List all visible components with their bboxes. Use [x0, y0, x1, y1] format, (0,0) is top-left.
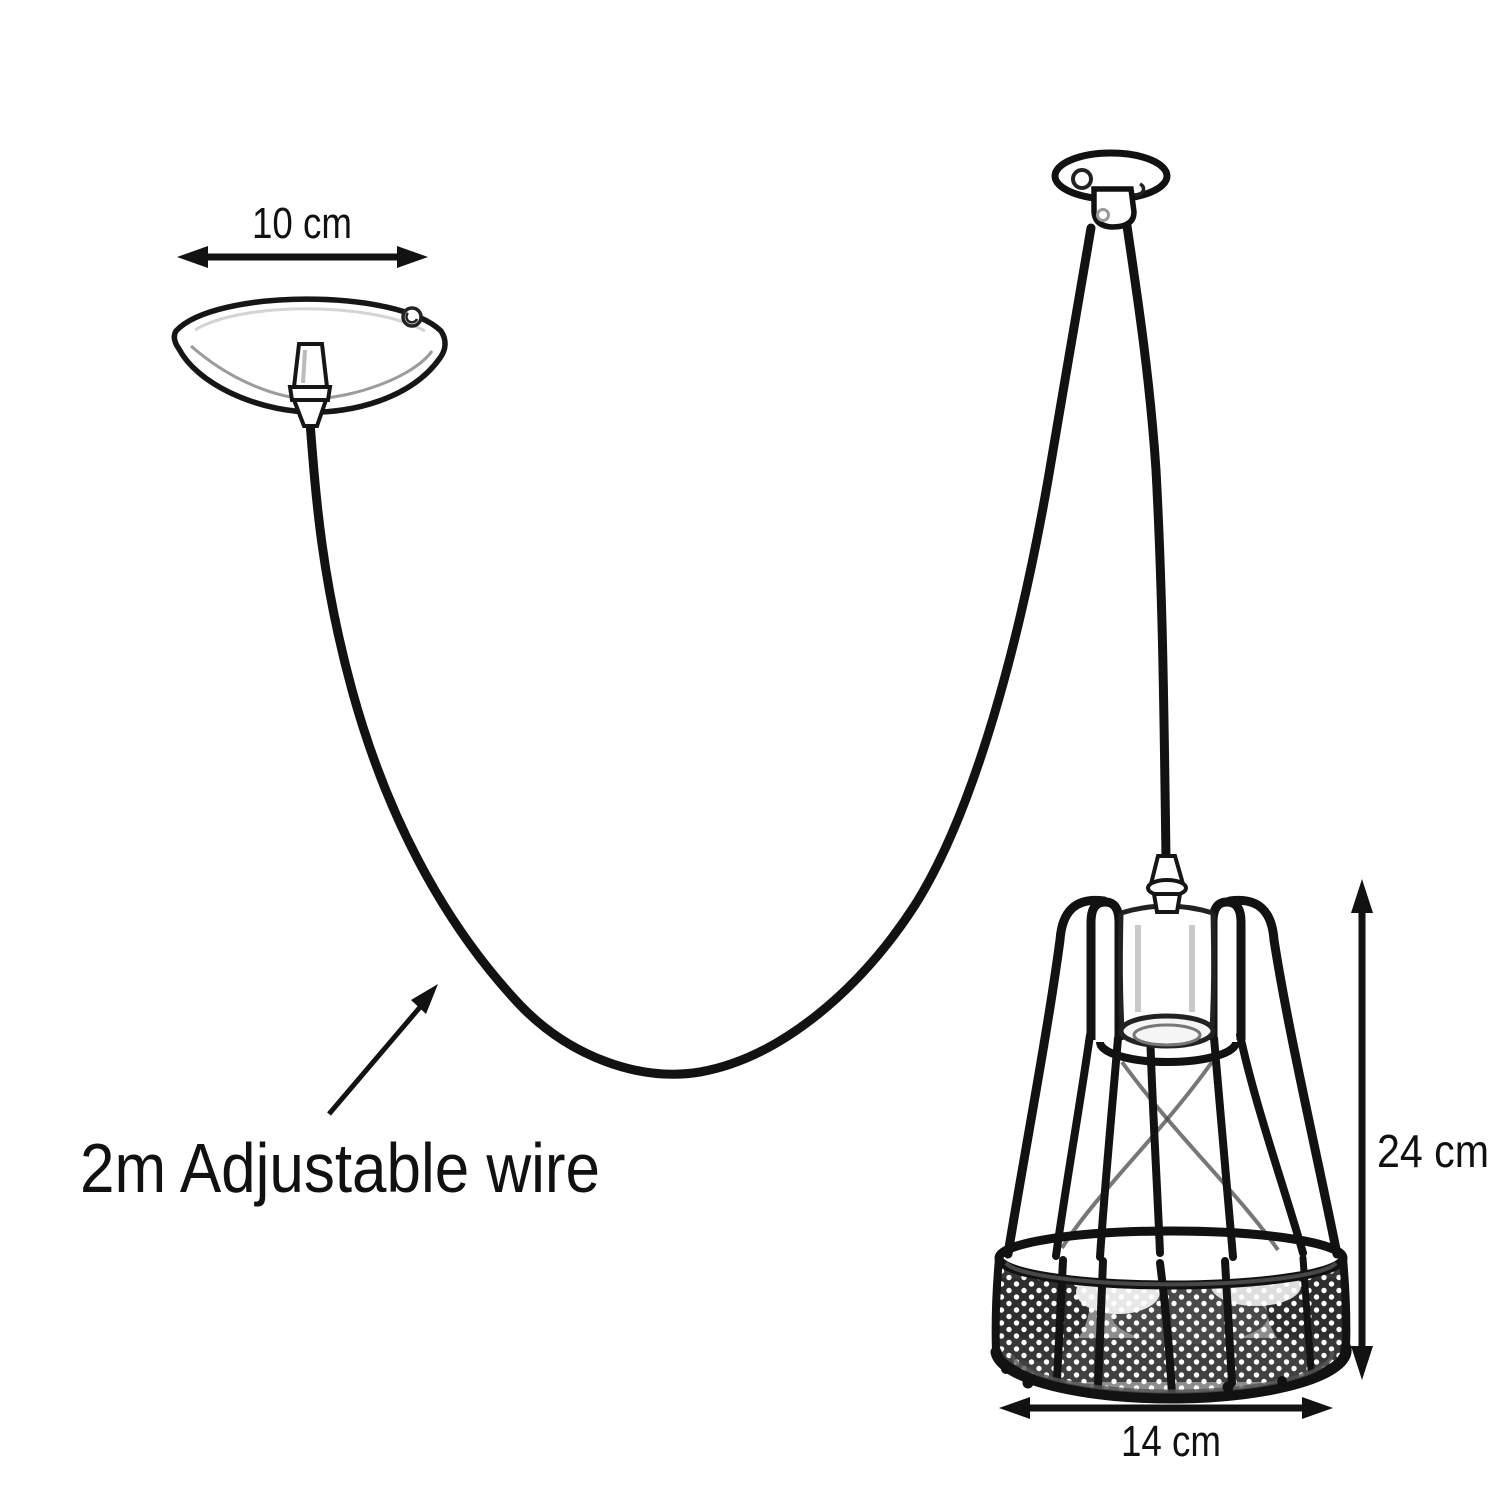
canopy-stem-tube: [291, 342, 330, 389]
ceiling-rose-canopy: [171, 296, 448, 428]
canopy-width-label: 10 cm: [252, 199, 352, 248]
drum-right-edge: [1339, 1257, 1351, 1349]
canopy-top-highlight: [194, 307, 426, 333]
wire-hook-to-shade: [1122, 221, 1171, 863]
band-wire-front: [1156, 1259, 1176, 1400]
shade-height-label: 24 cm: [1377, 1125, 1489, 1177]
mesh-drum: [990, 1226, 1352, 1404]
dimension-shade-diameter: 14 cm: [999, 1397, 1333, 1466]
socket-right-edge: [1209, 912, 1217, 1031]
cord-grip-nipple: [1146, 854, 1188, 914]
canopy-width-arrowhead-right: [397, 246, 428, 268]
ceiling-hook: [1051, 149, 1171, 230]
hook-base-detail-left: [1071, 168, 1093, 190]
socket-left-edge: [1117, 912, 1125, 1031]
cage-wire-left-inner: [1096, 1034, 1122, 1261]
wire-cage-shade: [990, 854, 1352, 1404]
canopy-stem-shade: [301, 349, 307, 384]
shade-diameter-label: 14 cm: [1121, 1417, 1221, 1466]
lamp-socket: [1117, 903, 1217, 1049]
drum-bottom-rim: [990, 1342, 1352, 1404]
canopy-width-arrowhead-left: [177, 246, 208, 268]
shade-height-arrowhead-bottom: [1351, 1346, 1373, 1380]
dimension-shade-height: 24 cm: [1351, 879, 1489, 1380]
drum-top-ring-inner: [1004, 1261, 1338, 1287]
shade-diameter-arrowhead-right: [1302, 1397, 1333, 1419]
drum-foot-2: [1022, 1377, 1034, 1389]
cage-back-wire-right: [1060, 1060, 1214, 1250]
cage-collar-ring: [1096, 1041, 1240, 1066]
drum-left-edge: [991, 1257, 1003, 1353]
canopy-stem-taper: [291, 398, 329, 428]
wire-annotation-label: 2m Adjustable wire: [80, 1129, 600, 1207]
cage-post-loop-right: [1208, 897, 1246, 1040]
cage-wire-left-mid: [1052, 1031, 1094, 1260]
hook-stem-highlight: [1096, 208, 1110, 222]
shade-diameter-arrowhead-left: [999, 1397, 1030, 1419]
wire-annotation-arrowhead: [411, 984, 438, 1014]
cage-wire-left-outer: [1003, 895, 1109, 1259]
cage-wire-right-inner: [1210, 1034, 1237, 1261]
wire-annotation-arrow-line: [327, 1004, 423, 1116]
wire-canopy-to-hook: [305, 223, 1096, 1079]
cage-post-loop-left: [1086, 897, 1124, 1040]
cage-wire-right-outer: [1225, 895, 1342, 1259]
dimension-canopy-width: 10 cm: [177, 199, 428, 268]
drum-foot-1: [1001, 1364, 1011, 1374]
nipple-neck: [1151, 892, 1183, 914]
cage-back-wire-left: [1120, 1060, 1280, 1252]
canopy-screw-slot: [405, 312, 419, 324]
socket-bottom-inner: [1132, 1023, 1202, 1047]
shade-height-arrowhead-top: [1351, 879, 1373, 913]
drum-foot-4: [1277, 1376, 1287, 1386]
drum-bottom-rim-inner: [1010, 1350, 1335, 1394]
cage-wire-front: [1146, 1026, 1164, 1257]
drum-foot-3: [1222, 1381, 1234, 1393]
wire-annotation: 2m Adjustable wire: [80, 984, 600, 1207]
cage-wire-right-mid: [1236, 1031, 1307, 1257]
